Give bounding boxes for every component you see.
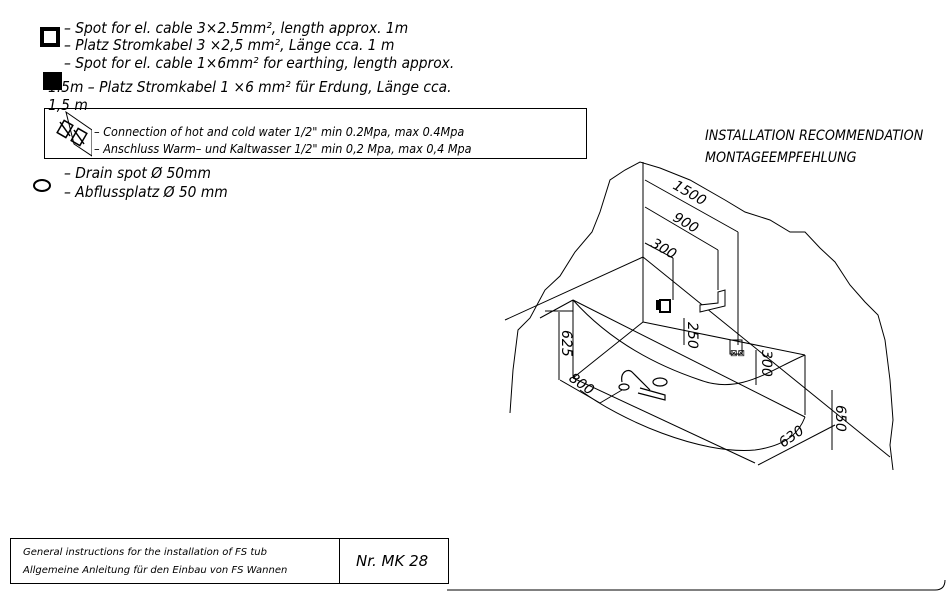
legend-hollow-square-icon	[40, 27, 60, 47]
legend-cable-3x25-de: – Platz Stromkabel 3 ×2,5 mm², Länge cca…	[64, 36, 395, 54]
drain-waste-icon	[618, 369, 668, 401]
legend-drain-de: – Abflussplatz Ø 50 mm	[64, 183, 228, 201]
legend-cable-3x25-en: – Spot for el. cable 3×2.5mm², length ap…	[64, 19, 409, 37]
legend-drain-en: – Drain spot Ø 50mm	[64, 164, 211, 182]
dim-800: 800	[566, 370, 597, 398]
dim-250: 250	[684, 322, 700, 349]
svg-text:⊠⊠: ⊠⊠	[730, 349, 745, 359]
water-legend-box	[44, 108, 587, 159]
title-block: General instructions for the installatio…	[10, 538, 449, 584]
heading-de: MONTAGEEMPFEHLUNG	[705, 150, 857, 166]
title-line-de: Allgemeine Anleitung für den Einbau von …	[23, 565, 288, 576]
legend-oval-icon	[33, 179, 51, 192]
water-connector-icon	[729, 339, 743, 355]
dim-625: 625	[558, 330, 574, 357]
water-valve-icon	[56, 110, 92, 157]
dim-650: 650	[832, 405, 848, 432]
title-line-en: General instructions for the installatio…	[23, 547, 267, 558]
dim-300-top: 300	[648, 236, 679, 263]
dim-900: 900	[670, 210, 701, 237]
cable-box	[659, 299, 671, 313]
heading-en: INSTALLATION RECOMMENDATION	[705, 128, 924, 144]
legend-water-de: – Anschluss Warm– und Kaltwasser 1/2" mi…	[94, 141, 472, 156]
drawing-number: Nr. MK 28	[356, 552, 429, 570]
page-border	[447, 579, 946, 591]
legend-water-en: – Connection of hot and cold water 1/2" …	[94, 124, 465, 139]
legend-cable-1x6-de: 1.5m – Platz Stromkabel 1 ×6 mm² für Erd…	[48, 78, 452, 96]
spout-icon	[699, 289, 726, 313]
legend-cable-1x6-de-cont: 1,5 m	[48, 96, 88, 114]
legend-cable-1x6-en: – Spot for el. cable 1×6mm² for earthing…	[64, 54, 455, 72]
wall-outline	[509, 161, 894, 471]
title-divider	[339, 539, 340, 583]
legend-filled-square-icon	[43, 72, 62, 90]
dim-300-right: 300	[758, 350, 774, 377]
